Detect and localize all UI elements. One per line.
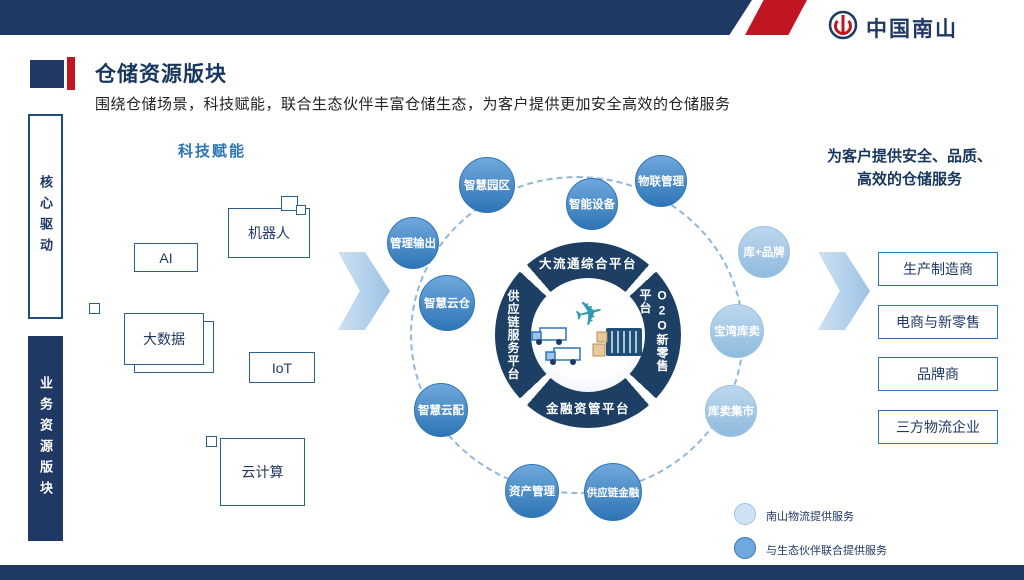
sidebar-business-resource: 业务资源版块 [28, 336, 63, 541]
ring-label-right: O2O新零售平台 [638, 288, 669, 373]
ring-label-left: 供应链服务平台 [506, 289, 520, 381]
legend-dot-nanshan [734, 503, 756, 525]
ring-label-top: 大流通综合平台 [538, 257, 637, 271]
customer-box: 三方物流企业 [878, 410, 998, 444]
tech-box-bigdata: 大数据 [124, 313, 204, 365]
flow-arrow-left-icon [338, 252, 390, 330]
top-bar [0, 0, 752, 35]
tech-box-robot: 机器人 [228, 208, 310, 258]
diagram-node: 管理输出 [387, 217, 439, 269]
logistics-illustration: ✈ [531, 296, 642, 365]
truck-icon [545, 347, 581, 365]
decor-square-icon [281, 196, 298, 211]
diagram-node: 宝湾库卖 [710, 304, 764, 358]
diagram-node: 库卖集市 [705, 385, 757, 437]
cargo-box-icon [596, 331, 608, 343]
sidebar-core-driver: 核心驱动 [28, 114, 63, 319]
tech-box-iot: IoT [249, 352, 315, 383]
top-bar-red-accent [745, 0, 807, 35]
company-logo: 中国南山 [828, 10, 958, 45]
sidebar-business-resource-label: 业务资源版块 [38, 375, 53, 502]
flow-arrow-right-icon [818, 252, 870, 330]
sidebar-core-driver-label: 核心驱动 [38, 174, 53, 259]
diagram-node: 智慧园区 [459, 157, 515, 213]
legend-dot-partner [734, 537, 756, 559]
tech-section-label: 科技赋能 [178, 143, 247, 160]
decor-square-icon [206, 436, 217, 447]
tech-box-ai: AI [134, 243, 198, 272]
legend-label-partner: 与生态伙伴联合提供服务 [766, 545, 887, 557]
diagram-node: 库+品牌 [738, 226, 790, 278]
plane-icon: ✈ [571, 296, 608, 336]
outcome-heading: 为客户提供安全、品质、 高效的仓储服务 [812, 146, 1007, 191]
cargo-box-icon [592, 343, 606, 357]
customer-box: 生产制造商 [878, 252, 998, 286]
company-logo-text: 中国南山 [866, 17, 958, 41]
diagram-node: 智能设备 [566, 178, 618, 230]
decor-square-icon [296, 205, 306, 215]
footer-bar [0, 565, 1024, 580]
customer-box: 品牌商 [878, 357, 998, 391]
tech-box-cloud: 云计算 [220, 438, 305, 506]
truck-icon [531, 327, 567, 345]
customer-box: 电商与新零售 [878, 305, 998, 339]
legend-label-nanshan: 南山物流提供服务 [766, 511, 854, 523]
decor-square-icon [89, 303, 100, 314]
outcome-heading-line1: 为客户提供安全、品质、 [826, 148, 992, 165]
ring-label-bottom: 金融资管平台 [545, 402, 630, 416]
title-marker-red-bar [67, 57, 75, 90]
page-subtitle: 围绕仓储场景，科技赋能，联合生态伙伴丰富仓储生态，为客户提供更加安全高效的仓储服… [95, 96, 731, 113]
diagram-node: 资产管理 [505, 464, 559, 518]
platform-ring: 大流通综合平台 金融资管平台 供应链服务平台 O2O新零售平台 [495, 242, 681, 428]
page-title: 仓储资源版块 [95, 63, 227, 86]
outcome-heading-line2: 高效的仓储服务 [856, 170, 962, 188]
diagram-node: 物联管理 [635, 155, 687, 207]
diagram-node: 智慧云仓 [419, 275, 475, 331]
diagram-node: 智慧云配 [414, 383, 468, 437]
company-logo-icon [828, 10, 858, 45]
title-marker-square [30, 60, 64, 88]
diagram-node: 供应链金融 [584, 463, 642, 521]
